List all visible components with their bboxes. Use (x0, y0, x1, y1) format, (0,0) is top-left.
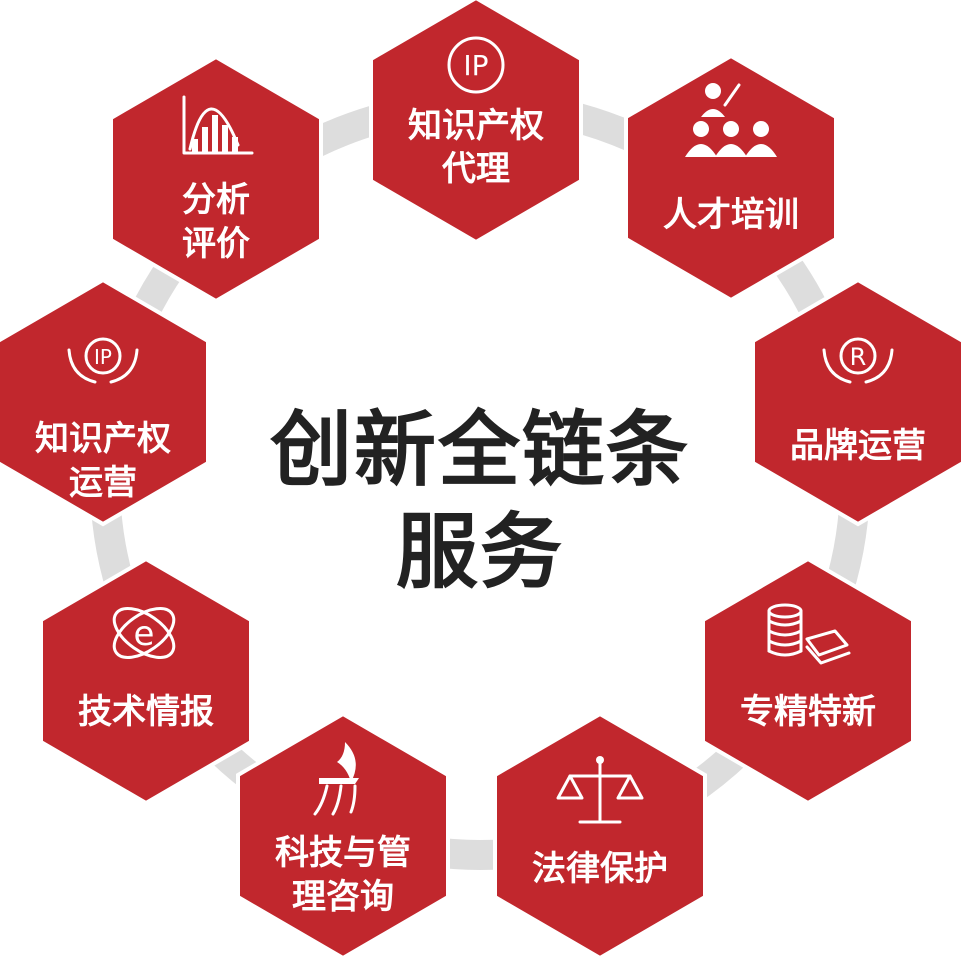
ip-hands-icon: IP (67, 337, 139, 384)
hex-talent-training: 人才培训 (624, 53, 838, 303)
people-training-icon (685, 83, 777, 157)
bar-chart-icon (182, 95, 254, 155)
hex-label-line: 分析 (182, 180, 250, 220)
hex-label-line: 技术情报 (78, 692, 214, 732)
hex-label-line: 科技与管 (275, 833, 411, 873)
center-title-line1: 创新全链条 (269, 403, 690, 498)
hex-brand-operation: R 品牌运营 (751, 277, 963, 527)
hex-label-line: 人才培训 (663, 195, 799, 235)
hex-label-line: 评价 (182, 224, 250, 264)
hex-label-line: 品牌运营 (790, 426, 926, 466)
hex-label-line: 理咨询 (292, 877, 394, 917)
hex-tech-intelligence: e 技术情报 (39, 556, 253, 806)
svg-text:R: R (850, 343, 867, 371)
hex-label-line: 运营 (69, 463, 137, 503)
hex-analysis-evaluation: 分析 评价 (109, 54, 323, 304)
ip-circle-icon: IP (447, 36, 505, 94)
coins-money-icon (767, 603, 851, 665)
svg-text:e: e (134, 614, 155, 654)
torch-logo-icon (313, 742, 359, 816)
hex-label-line: 代理 (441, 149, 510, 189)
scales-icon (556, 756, 644, 824)
center-title-line2: 服务 (396, 505, 564, 600)
hex-label-line: 知识产权 (35, 419, 171, 459)
hex-label-line: 法律保护 (532, 849, 668, 889)
hex-ip-agency: IP 知识产权 代理 (369, 0, 583, 245)
hex-ip-operation: IP 知识产权 运营 (0, 277, 210, 527)
hex-label-line: 专精特新 (740, 692, 876, 732)
svg-text:IP: IP (94, 345, 112, 369)
hex-label-line: 知识产权 (408, 106, 544, 146)
registered-hands-icon: R (822, 337, 894, 384)
hex-specialized-new: 专精特新 (701, 556, 915, 806)
hex-tech-management-consulting: 科技与管 理咨询 (236, 711, 450, 958)
e-orbit-icon: e (112, 607, 176, 659)
hex-legal-protection: 法律保护 (493, 711, 707, 958)
svg-text:IP: IP (463, 49, 488, 82)
